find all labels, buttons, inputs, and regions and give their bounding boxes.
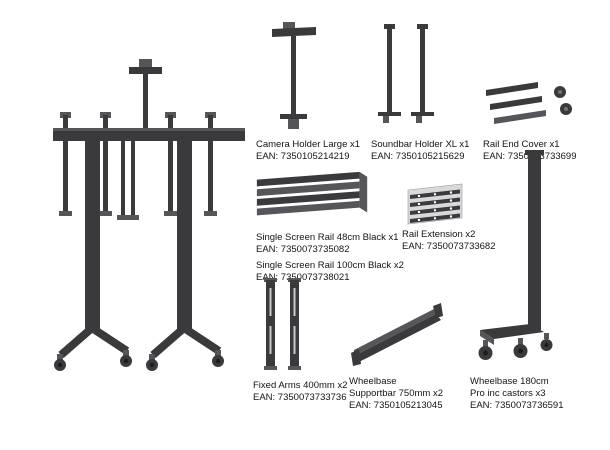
wheelbase-label: Wheelbase 180cm Pro inc castors x3 EAN: …: [470, 376, 564, 412]
part-name: Rail Extension x2: [402, 229, 476, 240]
rail-extension-label: Rail Extension x2 EAN: 7350073733682: [402, 229, 496, 253]
part-name: Single Screen Rail 48cm Black x1: [256, 232, 399, 243]
part-name: Camera Holder Large x1: [256, 139, 361, 150]
part-name: Soundbar Holder XL x1: [371, 139, 470, 150]
rail-end-cover-illustration: [482, 76, 577, 134]
part-name: Wheelbase: [349, 376, 397, 387]
single-screen-rail-label: Single Screen Rail 48cm Black x1 EAN: 73…: [256, 232, 404, 284]
part-ean: EAN: 7350073733682: [402, 241, 496, 252]
part-ean: EAN: 7350073736591: [470, 400, 564, 411]
floor-stand-illustration: [15, 55, 260, 375]
camera-holder-illustration: [258, 18, 328, 136]
part-name: Fixed Arms 400mm x2: [253, 380, 348, 391]
part-name: Supportbar 750mm x2: [349, 388, 443, 399]
part-ean: EAN: 7350073738021: [256, 272, 350, 283]
camera-holder-label: Camera Holder Large x1 EAN: 735010521421…: [256, 139, 360, 163]
soundbar-holder-label: Soundbar Holder XL x1 EAN: 7350105215629: [371, 139, 469, 163]
part-ean: EAN: 7350105215629: [371, 151, 465, 162]
single-screen-rail-illustration: [253, 168, 373, 228]
soundbar-holder-illustration: [370, 22, 445, 135]
fixed-arms-illustration: [254, 276, 314, 374]
rail-extension-illustration: [402, 180, 472, 228]
wheelbase-illustration: [468, 148, 575, 373]
part-name: Wheelbase 180cm: [470, 376, 549, 387]
part-ean: EAN: 7350073733736: [253, 392, 347, 403]
supportbar-label: Wheelbase Supportbar 750mm x2 EAN: 73501…: [349, 376, 443, 412]
fixed-arms-label: Fixed Arms 400mm x2 EAN: 7350073733736: [253, 380, 348, 404]
castor-wheels: [54, 350, 224, 371]
part-ean: EAN: 7350073735082: [256, 244, 350, 255]
supportbar-illustration: [348, 298, 448, 372]
part-name: Single Screen Rail 100cm Black x2: [256, 260, 404, 271]
part-ean: EAN: 7350105213045: [349, 400, 443, 411]
part-name: Rail End Cover x1: [483, 139, 560, 150]
part-name: Pro inc castors x3: [470, 388, 546, 399]
part-ean: EAN: 7350105214219: [256, 151, 350, 162]
floor-stand-drawing: [53, 59, 245, 371]
